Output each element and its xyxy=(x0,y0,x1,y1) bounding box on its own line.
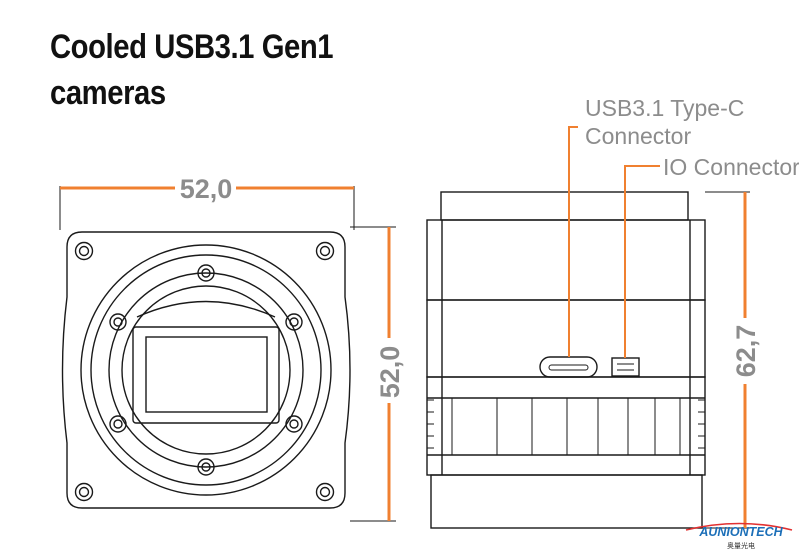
mount-screw-icon xyxy=(197,458,215,476)
side-view xyxy=(426,191,706,529)
cooling-fins xyxy=(451,398,681,455)
sensor-window xyxy=(132,326,280,424)
mount-ring-2 xyxy=(90,254,322,486)
mount-screw-icon xyxy=(109,415,127,433)
corner-screw-icon xyxy=(315,482,335,502)
sensor xyxy=(145,336,268,413)
logo-swoosh-icon xyxy=(685,522,793,531)
mount-outer-ring xyxy=(80,244,332,496)
side-height-label: 62,7 xyxy=(731,325,761,378)
front-view xyxy=(61,231,351,509)
corner-screw-icon xyxy=(74,241,94,261)
front-height-label: 52,0 xyxy=(375,346,405,399)
io-leader xyxy=(624,165,660,358)
side-top-cap xyxy=(440,191,689,221)
mount-ring-3 xyxy=(108,272,304,468)
mount-inner-step xyxy=(136,300,276,318)
side-upper-body xyxy=(426,219,706,301)
logo-sub-text: 奥量光电 xyxy=(727,541,755,550)
usb-leader xyxy=(568,126,578,357)
side-height-dimension: 62,7 xyxy=(702,191,761,529)
usb-type-c-slot xyxy=(548,364,589,371)
corner-screw-icon xyxy=(315,241,335,261)
callout-leaders xyxy=(568,126,660,358)
front-width-label: 52,0 xyxy=(180,174,233,204)
mount-screw-icon xyxy=(285,313,303,331)
mount-screw-icon xyxy=(109,313,127,331)
mount-screw-icon xyxy=(285,415,303,433)
side-fin-section xyxy=(426,376,706,476)
front-housing xyxy=(61,231,351,509)
mount-inner-ring xyxy=(121,285,291,455)
side-left-fin-edge xyxy=(427,399,434,449)
watermark-logo: AUNIONTECH 奥量光电 xyxy=(685,522,793,550)
front-width-dimension: 52,0 xyxy=(59,174,355,230)
front-height-dimension: 52,0 xyxy=(350,226,405,522)
io-connector-pins xyxy=(617,363,634,371)
side-right-fin-edge xyxy=(698,399,705,449)
title-line-1: Cooled USB3.1 Gen1 xyxy=(50,28,334,66)
logo-brand-text: AUNIONTECH xyxy=(698,525,783,539)
title-line-2: cameras xyxy=(50,74,166,112)
corner-screw-icon xyxy=(74,482,94,502)
side-bottom-mount xyxy=(430,474,703,529)
page-title: Cooled USB3.1 Gen1 cameras xyxy=(50,24,334,116)
screw-group xyxy=(74,241,335,502)
io-callout-label: IO Connector xyxy=(663,154,799,180)
io-connector-port xyxy=(611,357,640,377)
usb-callout-line-2: Connector xyxy=(585,123,691,149)
usb-callout-line-1: USB3.1 Type-C xyxy=(585,95,744,121)
mount-screw-icon xyxy=(197,264,215,282)
